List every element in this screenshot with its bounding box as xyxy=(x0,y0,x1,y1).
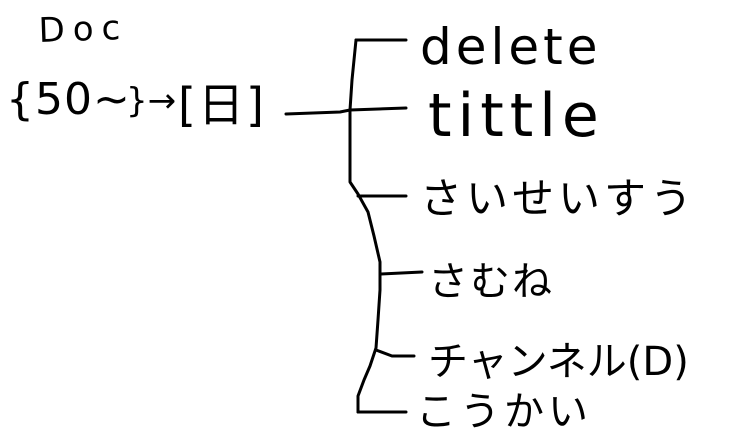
branch-line-channel xyxy=(374,348,416,358)
root-title: Doc xyxy=(37,7,129,51)
root-connector xyxy=(284,108,352,116)
branch-label-koukai: こうかい xyxy=(416,389,592,435)
branch-label-saiseisuu: さいせいすう xyxy=(420,174,697,223)
root-day-label: [日] xyxy=(178,78,266,132)
root-range-label: {50~ xyxy=(6,74,131,125)
branch-label-samune: さむね xyxy=(428,259,554,305)
branch-line-samune xyxy=(378,270,424,276)
branch-line-tittle xyxy=(348,106,408,112)
root-arrow-label: }→ xyxy=(126,81,177,121)
branch-label-tittle: tittle xyxy=(428,81,605,151)
trunk-line xyxy=(348,38,382,414)
branch-label-channel: チャンネル(D) xyxy=(428,339,689,385)
branch-label-delete: delete xyxy=(420,18,602,76)
